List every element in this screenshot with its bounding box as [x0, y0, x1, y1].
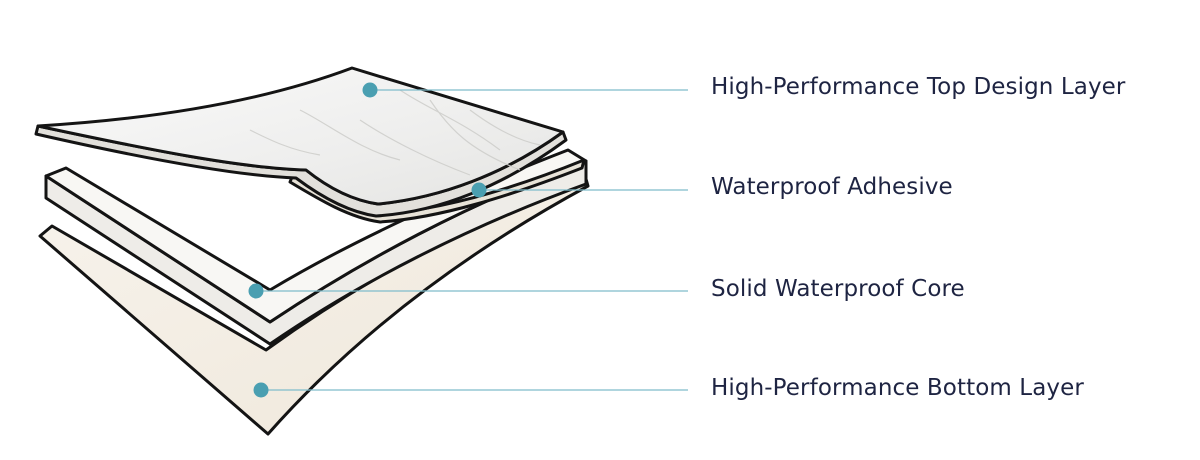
marble-vein: [469, 109, 541, 146]
marble-vein: [249, 129, 321, 156]
marble-vein: [299, 109, 401, 161]
marker-top: [362, 82, 378, 98]
core-layer-top: [44, 148, 588, 324]
marble-vein: [429, 99, 521, 171]
marker-bottom: [253, 382, 269, 398]
marker-core: [248, 283, 264, 299]
marble-vein: [399, 89, 501, 151]
label-waterproof-adhesive: Waterproof Adhesive: [711, 174, 953, 200]
marble-vein: [359, 119, 471, 176]
callouts: [248, 82, 688, 398]
core-layer: [44, 148, 588, 346]
marker-adhesive: [471, 182, 487, 198]
top-design-layer: [34, 66, 568, 218]
label-solid-waterproof-core: Solid Waterproof Core: [711, 276, 965, 302]
marble-veining: [249, 89, 541, 176]
label-top-design-layer: High-Performance Top Design Layer: [711, 74, 1126, 100]
label-bottom-layer: High-Performance Bottom Layer: [711, 375, 1084, 401]
